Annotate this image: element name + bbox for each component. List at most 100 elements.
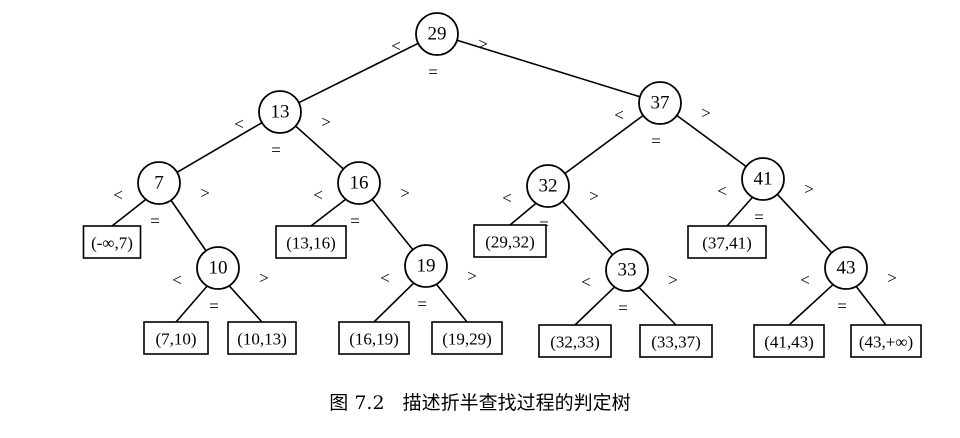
leaf-label: (-∞,7) <box>91 234 133 253</box>
greater-than-symbol: > <box>701 104 711 123</box>
leaf-interval-l_inf7: (-∞,7) <box>82 225 142 259</box>
leaf-label: (13,16) <box>286 234 336 253</box>
less-than-symbol: < <box>234 115 244 134</box>
tree-node-29: 29 <box>415 12 459 56</box>
tree-node-33: 33 <box>605 248 649 292</box>
leaf-interval-l_43inf: (43,+∞) <box>850 324 922 358</box>
greater-than-symbol: > <box>668 271 678 290</box>
leaf-interval-l_41_43: (41,43) <box>753 324 825 358</box>
tree-node-41: 41 <box>741 157 785 201</box>
tree-node-19: 19 <box>404 244 448 288</box>
greater-than-symbol: > <box>400 184 410 203</box>
equal-symbol: = <box>539 215 549 234</box>
greater-than-symbol: > <box>887 269 897 288</box>
leaf-label: (41,43) <box>764 333 814 352</box>
node-circle <box>137 161 181 205</box>
leaf-label: (19,29) <box>442 330 492 349</box>
node-label: 13 <box>271 102 290 123</box>
equal-symbol: = <box>417 295 427 314</box>
tree-node-7: 7 <box>137 161 181 205</box>
leaf-label: (10,13) <box>237 330 287 349</box>
tree-edge <box>435 283 468 323</box>
less-than-symbol: < <box>502 189 512 208</box>
node-label: 29 <box>428 24 447 45</box>
tree-edge <box>373 282 415 323</box>
tree-edge <box>298 42 419 104</box>
leaf-box <box>538 324 612 358</box>
leaf-label: (16,19) <box>349 330 399 349</box>
equal-symbol: = <box>350 212 360 231</box>
leaf-box <box>338 321 410 355</box>
edges-layer <box>111 39 887 326</box>
tree-edge <box>170 199 207 252</box>
greater-than-symbol: > <box>467 267 477 286</box>
equal-symbol: = <box>209 297 219 316</box>
tree-edge <box>561 200 614 256</box>
leaf-box <box>275 225 347 259</box>
greater-than-symbol: > <box>478 35 488 54</box>
leaf-box <box>687 225 767 259</box>
equal-symbol: = <box>651 132 661 151</box>
greater-than-symbol: > <box>259 269 269 288</box>
less-than-symbol: < <box>391 37 401 56</box>
tree-edge <box>788 283 834 326</box>
greater-than-symbol: > <box>200 184 210 203</box>
node-circle <box>404 244 448 288</box>
less-than-symbol: < <box>717 182 727 201</box>
leaf-interval-l_10_13: (10,13) <box>227 321 297 355</box>
leaf-interval-l_19_29: (19,29) <box>431 321 503 355</box>
tree-edge <box>855 285 887 326</box>
node-label: 19 <box>417 256 436 277</box>
less-than-symbol: < <box>380 269 390 288</box>
tree-edge <box>175 285 208 323</box>
leaf-label: (7,10) <box>155 330 196 349</box>
leaf-box <box>82 225 142 259</box>
figure-caption: 图 7.2 描述折半查找过程的判定树 <box>329 392 631 414</box>
leaf-interval-l_33_37: (33,37) <box>639 324 713 358</box>
node-circle <box>824 246 868 290</box>
leaf-interval-l_32_33: (32,33) <box>538 324 612 358</box>
less-than-symbol: < <box>614 106 624 125</box>
tree-node-32: 32 <box>526 164 570 208</box>
tree-edge <box>371 198 414 251</box>
leaf-interval-l_37_41: (37,41) <box>687 225 767 259</box>
equal-symbol: = <box>428 63 438 82</box>
node-label: 33 <box>618 260 637 281</box>
comparison-symbols-layer: <>=<>=<>=<>=<>=<>=<>=<>=<>=<>=<>= <box>113 35 897 318</box>
node-label: 32 <box>539 176 558 197</box>
leaf-box <box>227 321 297 355</box>
equal-symbol: = <box>837 297 847 316</box>
leaf-label: (32,33) <box>550 333 600 352</box>
leaf-box <box>639 324 713 358</box>
tree-edge <box>726 196 754 227</box>
tree-edge <box>456 39 641 98</box>
node-circle <box>605 248 649 292</box>
node-label: 7 <box>154 173 164 194</box>
tree-edge <box>176 121 263 174</box>
leaf-interval-l_29_32: (29,32) <box>473 224 547 258</box>
less-than-symbol: < <box>581 273 591 292</box>
node-label: 10 <box>209 258 228 279</box>
node-circle <box>196 246 240 290</box>
tree-edge <box>638 286 677 326</box>
less-than-symbol: < <box>313 186 323 205</box>
node-circle <box>258 90 302 134</box>
tree-node-16: 16 <box>337 161 381 205</box>
tree-edge <box>509 202 537 226</box>
nodes-layer: 29 13 37 7 16 32 41 10 19 33 43 <box>137 12 868 292</box>
tree-edge <box>574 286 616 326</box>
node-label: 16 <box>350 173 369 194</box>
tree-edge <box>228 285 263 323</box>
leaf-label: (43,+∞) <box>859 333 913 352</box>
leaf-interval-l_16_19: (16,19) <box>338 321 410 355</box>
equal-symbol: = <box>271 141 281 160</box>
node-label: 37 <box>651 93 670 114</box>
leaf-label: (33,37) <box>651 333 701 352</box>
tree-edge <box>564 114 644 175</box>
leaf-label: (29,32) <box>485 233 535 252</box>
node-circle <box>415 12 459 56</box>
node-label: 43 <box>837 258 856 279</box>
equal-symbol: = <box>150 212 160 231</box>
